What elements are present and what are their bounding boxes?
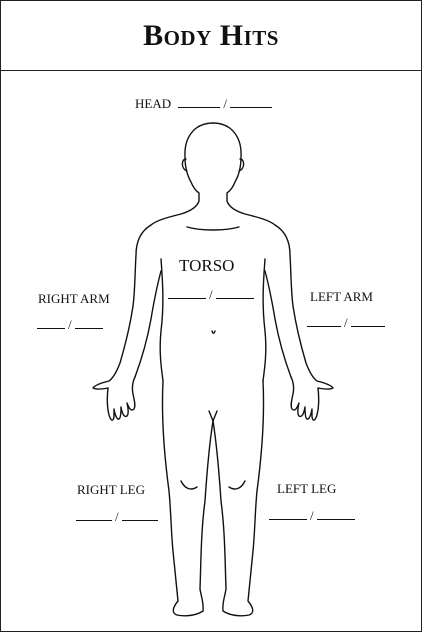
- left-arm-hit-field: /: [307, 315, 385, 331]
- knee-right: [181, 481, 197, 489]
- left-leg-label: LEFT LEG: [277, 481, 336, 497]
- head-outline: [151, 123, 213, 225]
- right-leg-label: RIGHT LEG: [77, 482, 145, 498]
- left-leg-hit-field: /: [269, 508, 355, 524]
- crotch-line: [209, 411, 217, 421]
- torso-hits-blank[interactable]: [168, 297, 206, 299]
- right-leg-hits-blank[interactable]: [76, 519, 112, 521]
- torso-label: TORSO: [179, 256, 234, 276]
- knee-left: [229, 481, 245, 489]
- right-arm-total-blank[interactable]: [75, 327, 103, 329]
- right-leg-total-blank[interactable]: [122, 519, 158, 521]
- torso-separator: /: [206, 287, 216, 303]
- head-hits-blank[interactable]: [178, 106, 220, 108]
- left-arm-label: LEFT ARM: [310, 289, 373, 305]
- left-arm-total-blank[interactable]: [351, 325, 385, 327]
- torso-hit-field: /: [168, 287, 254, 303]
- left-leg-separator: /: [307, 508, 317, 524]
- arm-inner-right-side: [135, 271, 161, 377]
- title-bar: Body Hits: [1, 1, 421, 71]
- leg-outer-left: [213, 381, 264, 616]
- left-leg-total-blank[interactable]: [317, 518, 355, 520]
- left-arm-hits-blank[interactable]: [307, 325, 341, 327]
- ear-left: [182, 159, 187, 171]
- right-leg-separator: /: [112, 509, 122, 525]
- left-leg-hits-blank[interactable]: [269, 518, 307, 520]
- navel: [212, 331, 215, 333]
- right-arm-label: RIGHT ARM: [38, 291, 110, 307]
- head-separator: /: [220, 96, 230, 112]
- head-hit-field: HEAD /: [135, 96, 272, 112]
- right-arm-separator: /: [65, 317, 75, 333]
- head-total-blank[interactable]: [230, 106, 272, 108]
- head-label: HEAD: [135, 96, 171, 111]
- leg-outer-right: [162, 381, 213, 616]
- page-title: Body Hits: [143, 19, 279, 53]
- left-arm-separator: /: [341, 315, 351, 331]
- right-arm-hit-field: /: [37, 317, 103, 333]
- ear-right: [239, 159, 244, 171]
- torso-side-left: [263, 259, 266, 381]
- right-arm-hits-blank[interactable]: [37, 327, 65, 329]
- head-outline-right: [213, 123, 275, 225]
- right-leg-hit-field: /: [76, 509, 158, 525]
- torso-side-right: [160, 259, 163, 381]
- arm-inner-left-side: [265, 271, 291, 377]
- clavicle-line: [187, 227, 239, 230]
- torso-total-blank[interactable]: [216, 297, 254, 299]
